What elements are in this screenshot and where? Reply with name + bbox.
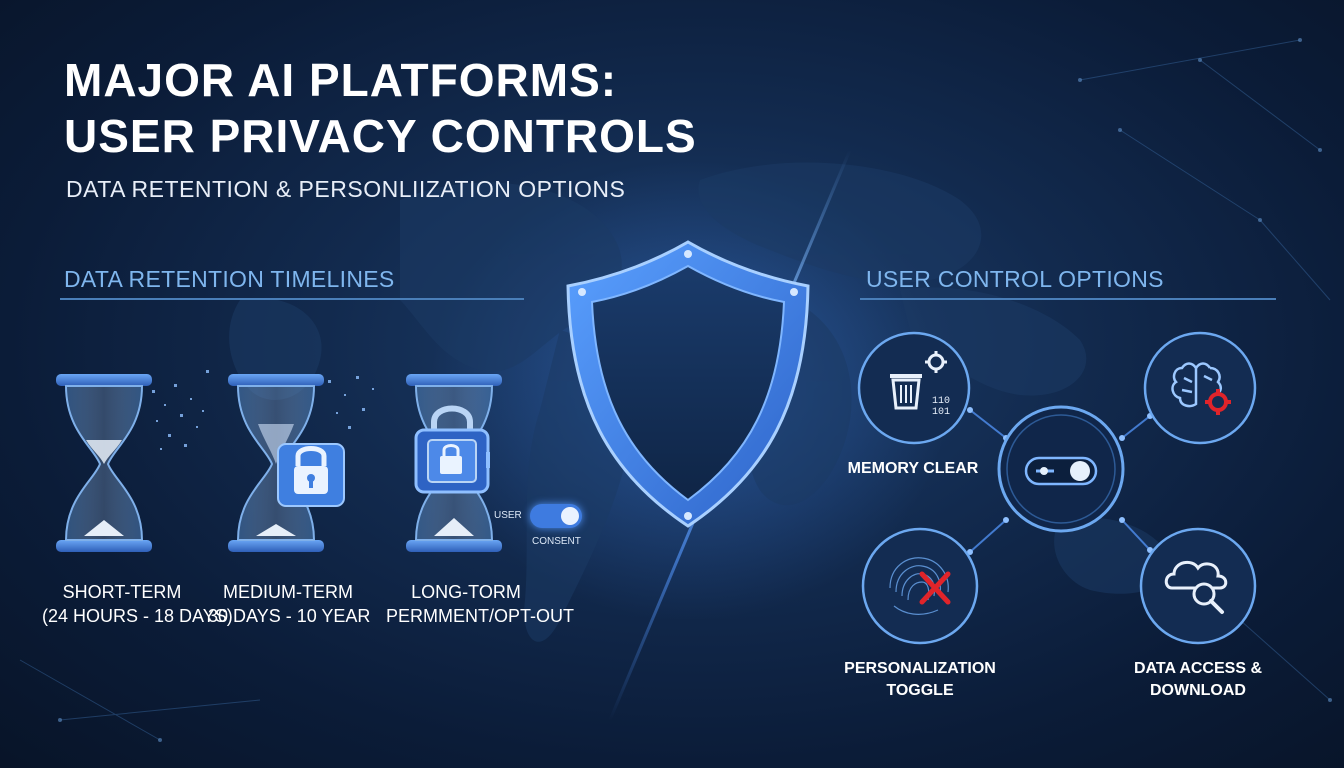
vault-lock-icon [414, 405, 490, 494]
binary-line: 110 [932, 396, 951, 407]
retention-detail: PERMMENT/OPT-OUT [386, 606, 574, 626]
brain-gear-icon [1171, 362, 1222, 408]
data-access-node[interactable] [1138, 526, 1258, 646]
consent-toggle[interactable] [530, 504, 582, 528]
red-x-icon [919, 571, 951, 605]
consent-user-label: USER [494, 510, 522, 521]
memory-clear-label: MEMORY CLEAR [847, 460, 979, 477]
label-line: DOWNLOAD [1150, 682, 1246, 699]
trash-icon [890, 374, 922, 410]
binary-line: 101 [932, 407, 951, 418]
retention-name: MEDIUM-TERM [223, 582, 353, 602]
title-line-2: USER PRIVACY CONTROLS [64, 110, 697, 162]
retention-name: SHORT-TERM [62, 582, 182, 602]
retention-name: LONG-TORM [411, 582, 521, 602]
retention-detail: (24 HOURS - 18 DAYS) [42, 606, 233, 626]
controls-section-title: USER CONTROL OPTIONS [866, 266, 1164, 292]
network-lines [19, 39, 1331, 741]
toggle-knob [561, 507, 579, 525]
gear-icon [1205, 389, 1231, 415]
data-access-label: DATA ACCESS & DOWNLOAD [1118, 658, 1278, 702]
retention-divider [60, 298, 524, 300]
retention-long-term: LONG-TORM PERMMENT/OPT-OUT [386, 580, 574, 628]
retention-medium-term: MEDIUM-TERM 30 DAYS - 10 YEAR [208, 580, 371, 628]
controls-divider [860, 298, 1276, 300]
personalization-label: PERSONALIZATION TOGGLE [840, 658, 1000, 702]
gear-icon [925, 351, 947, 373]
label-line: DATA ACCESS & [1134, 660, 1262, 677]
binary-digits: 110 101 [932, 396, 950, 418]
label-line: TOGGLE [886, 682, 954, 699]
toggle-switch-icon [1024, 456, 1098, 486]
consent-label: CONSENT [532, 536, 581, 547]
memory-clear-node[interactable] [856, 330, 972, 446]
padlock-icon [277, 443, 345, 507]
title-line-1: MAJOR AI PLATFORMS: [64, 54, 618, 106]
retention-detail: 30 DAYS - 10 YEAR [208, 606, 371, 626]
retention-short-term: SHORT-TERM (24 HOURS - 18 DAYS) [42, 580, 233, 628]
personalization-node[interactable] [860, 526, 980, 646]
label-line: PERSONALIZATION [844, 660, 996, 677]
toggle-node[interactable] [996, 404, 1126, 534]
brain-node[interactable] [1142, 330, 1258, 446]
hourglass-icon [56, 370, 209, 552]
shield-icon [566, 240, 810, 528]
retention-section-title: DATA RETENTION TIMELINES [64, 266, 395, 292]
page-subtitle: DATA RETENTION & PERSONLIIZATION OPTIONS [66, 176, 626, 202]
page-title: MAJOR AI PLATFORMS: USER PRIVACY CONTROL… [64, 52, 697, 164]
cloud-search-icon [1164, 560, 1228, 614]
